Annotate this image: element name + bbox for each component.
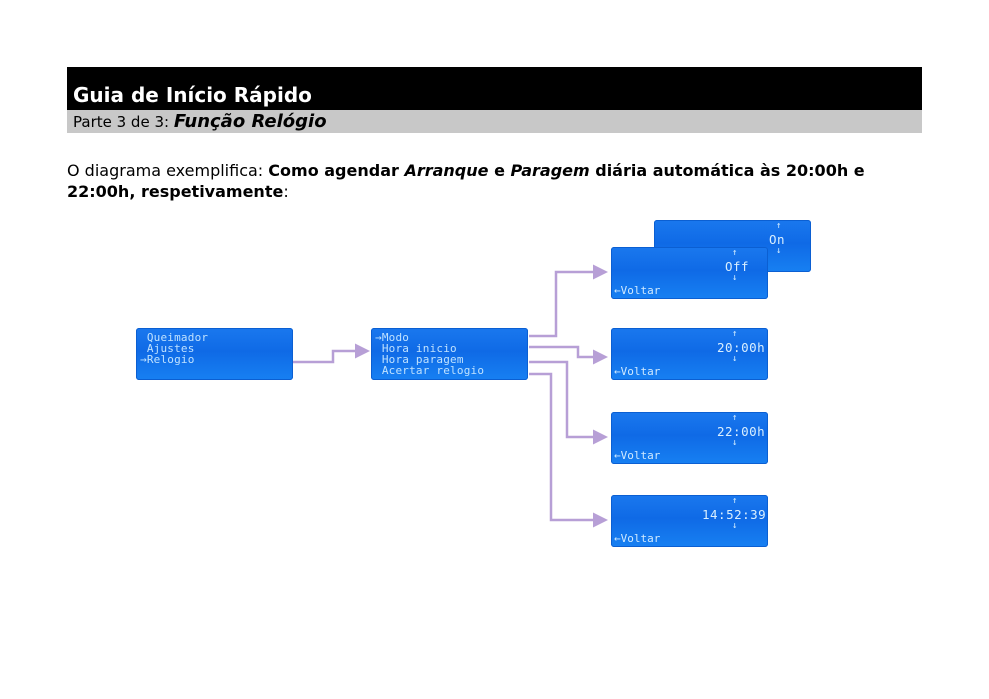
back-button[interactable]: ←Voltar: [614, 449, 661, 462]
arrow-up-icon: ↑: [732, 496, 738, 506]
arrow-down-icon: ↓: [732, 438, 738, 448]
back-button[interactable]: ←Voltar: [614, 284, 661, 297]
connector-main-to-clock: [293, 343, 370, 364]
description-bold-1: Como agendar: [268, 161, 405, 180]
menu-item-acertar-relogio[interactable]: Acertar relogio: [375, 364, 485, 377]
lcd-start-time: ↑ 20:00h ↓ ←Voltar: [611, 328, 768, 380]
arrow-down-icon: ↓: [732, 273, 738, 283]
arrow-up-icon: ↑: [776, 221, 782, 231]
description-bold-2: e: [488, 161, 511, 180]
arrow-down-icon: ↓: [776, 246, 782, 256]
menu-item-hora-inicio[interactable]: Hora inicio: [375, 342, 457, 355]
menu-item-queimador[interactable]: Queimador: [140, 331, 209, 344]
subtitle-bar: Parte 3 de 3: Função Relógio: [67, 110, 922, 133]
menu-item-relogio[interactable]: →Relogio: [140, 353, 195, 366]
clock-value: 14:52:39: [702, 507, 767, 522]
start-time-value: 20:00h: [717, 340, 766, 355]
subtitle: Parte 3 de 3: Função Relógio: [73, 111, 327, 132]
back-button[interactable]: ←Voltar: [614, 532, 661, 545]
connector-acertar-relogio: [529, 372, 608, 528]
arrow-up-icon: ↑: [732, 329, 738, 339]
arrow-down-icon: ↓: [732, 521, 738, 531]
mode-value-on: On: [769, 232, 786, 247]
description-paragem: Paragem: [510, 161, 590, 180]
arrow-up-icon: ↑: [732, 413, 738, 423]
page-title: Guia de Início Rápido: [73, 83, 312, 107]
lcd-clock-menu: →Modo Hora inicio Hora paragem Acertar r…: [371, 328, 528, 380]
connector-modo: [529, 264, 608, 338]
mode-value-off: Off: [725, 259, 750, 274]
lcd-main-menu: Queimador Ajustes →Relogio: [136, 328, 293, 380]
subtitle-emphasis: Função Relógio: [173, 111, 327, 132]
menu-item-modo[interactable]: →Modo: [375, 331, 410, 344]
title-bar: Guia de Início Rápido: [67, 67, 922, 110]
description-intro: O diagrama exemplifica:: [67, 161, 269, 180]
description-arranque: Arranque: [404, 161, 489, 180]
description-colon: :: [283, 182, 289, 201]
back-button[interactable]: ←Voltar: [614, 365, 661, 378]
menu-item-hora-paragem[interactable]: Hora paragem: [375, 353, 464, 366]
subtitle-prefix: Parte 3 de 3:: [73, 113, 174, 131]
lcd-stop-time: ↑ 22:00h ↓ ←Voltar: [611, 412, 768, 464]
description: O diagrama exemplifica: Como agendar Arr…: [67, 160, 927, 202]
connector-hora-paragem: [529, 360, 608, 445]
menu-item-ajustes[interactable]: Ajustes: [140, 342, 195, 355]
arrow-up-icon: ↑: [732, 248, 738, 258]
arrow-down-icon: ↓: [732, 354, 738, 364]
lcd-mode-off: ↑ Off ↓ ←Voltar: [611, 247, 768, 299]
connector-hora-inicio: [529, 345, 608, 365]
description-bold-3: diária automática às 20:00h e 22:00h, re…: [67, 161, 865, 201]
lcd-set-clock: ↑ 14:52:39 ↓ ←Voltar: [611, 495, 768, 547]
stop-time-value: 22:00h: [717, 424, 766, 439]
